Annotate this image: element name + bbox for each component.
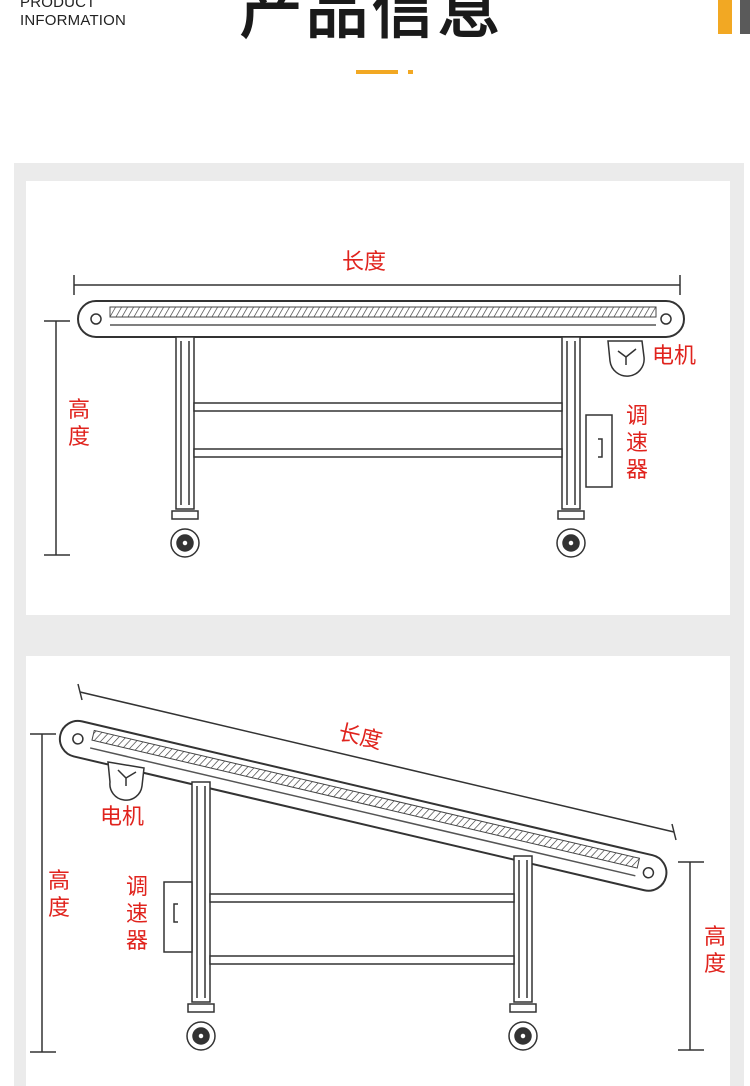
flat-conveyor-panel: 长度 高度 电机 调速器	[26, 181, 730, 615]
height-label: 高度	[67, 398, 90, 450]
title-underline-dot	[408, 70, 413, 74]
corner-dark-bar	[740, 0, 750, 34]
title-underline-accent	[356, 70, 398, 74]
conveyor-wheels	[170, 510, 586, 558]
english-label-line2: INFORMATION	[20, 12, 127, 29]
inclined-conveyor-panel: 长度 高度 高度 电机 调速器	[26, 656, 730, 1086]
length-dimension-line	[73, 275, 681, 295]
flat-conveyor-drawing	[44, 275, 685, 558]
motor-label: 电机	[652, 344, 697, 369]
motor-label: 电机	[100, 805, 145, 830]
conveyor-legs	[191, 781, 533, 1003]
english-section-label: PRODUCT INFORMATION	[20, 0, 126, 30]
speed-controller-box	[585, 414, 613, 488]
left-height-dimension-line	[30, 733, 56, 1053]
inclined-conveyor-drawing	[30, 683, 704, 1053]
motor-icon	[607, 340, 645, 377]
right-height-label: 高度	[703, 925, 726, 977]
corner-accent-bar	[718, 0, 732, 34]
conveyor-legs	[175, 336, 581, 510]
motor-icon	[107, 761, 145, 801]
right-height-dimension-line	[678, 861, 704, 1051]
speed-controller-label: 调速器	[625, 404, 648, 483]
speed-controller-label: 调速器	[125, 875, 148, 954]
english-label-line1: PRODUCT	[20, 0, 96, 11]
conveyor-belt	[77, 300, 685, 338]
conveyor-wheels	[186, 1003, 538, 1051]
left-height-label: 高度	[47, 869, 70, 921]
conveyor-belt	[58, 719, 668, 892]
speed-controller-box	[163, 881, 193, 953]
length-dimension-line	[77, 683, 677, 841]
section-title: 产品信息	[240, 0, 505, 47]
length-label: 长度	[342, 250, 387, 275]
height-dimension-line	[44, 320, 70, 556]
